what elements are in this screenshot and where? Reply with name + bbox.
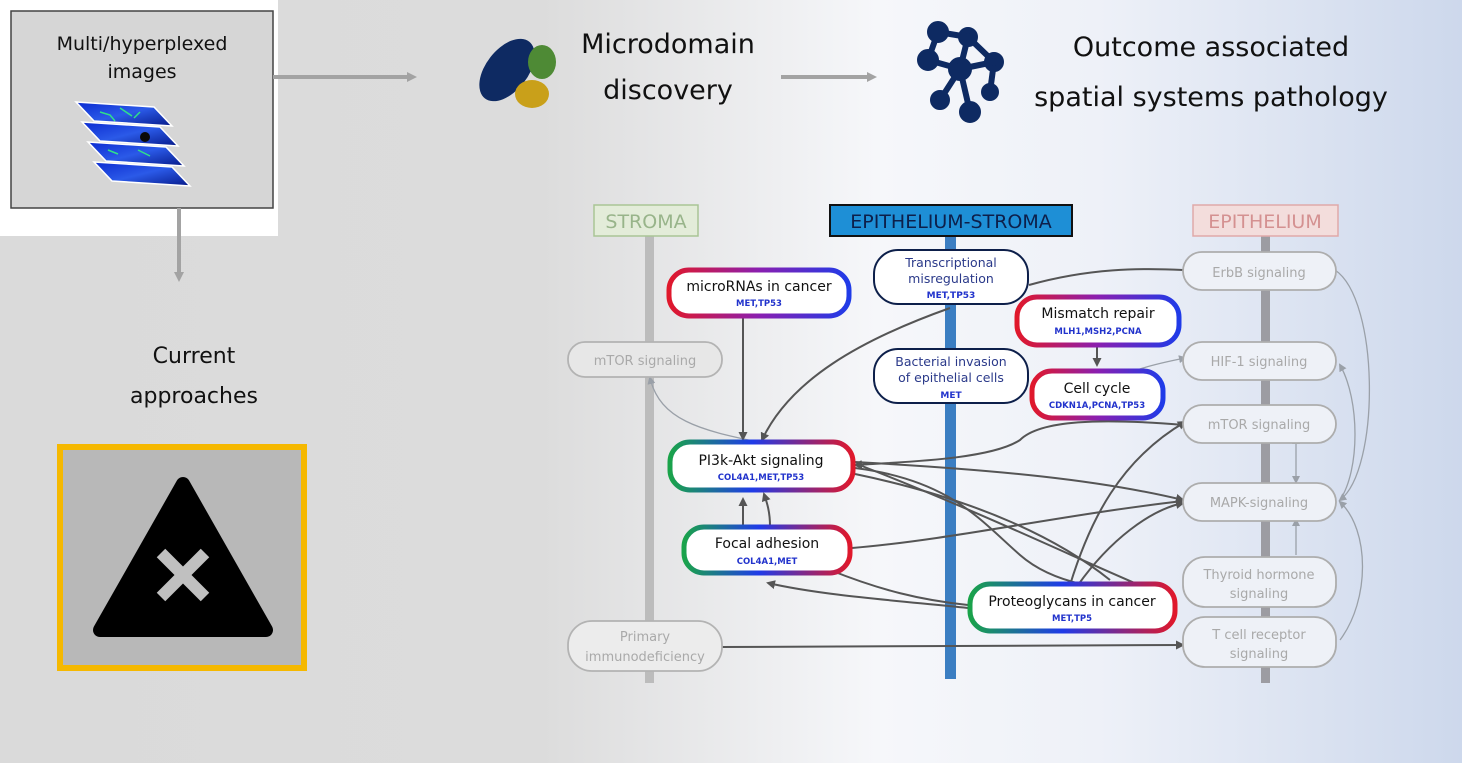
primary-label-line1: Primary xyxy=(620,630,671,645)
epistroma-nodes: Transcriptional misregulation MET,TP53 B… xyxy=(873,249,1029,404)
pi3k-genes: COL4A1,MET,TP53 xyxy=(718,473,805,483)
outcome-label-line1: Outcome associated xyxy=(1073,32,1349,63)
thyroid-label-line2: signaling xyxy=(1230,587,1289,602)
focal-genes: COL4A1,MET xyxy=(737,557,798,567)
mtor-epi-label: mTOR signaling xyxy=(1208,418,1311,433)
epithelium-header xyxy=(1192,204,1339,237)
cellcycle-label: Cell cycle xyxy=(1064,381,1131,397)
mismatch-genes: MLH1,MSH2,PCNA xyxy=(1054,327,1142,337)
microrna-genes: MET,TP53 xyxy=(736,299,782,309)
epistroma-header xyxy=(829,204,1073,237)
tcell-label-line2: signaling xyxy=(1230,647,1289,662)
mtor-stroma-label: mTOR signaling xyxy=(594,354,697,369)
x-warning-icon xyxy=(57,444,307,671)
microdomain-label-line1: Microdomain xyxy=(581,29,755,60)
thyroid-label-line1: Thyroid hormone xyxy=(1202,568,1314,583)
mapk-label: MAPK-signaling xyxy=(1210,496,1308,511)
stroma-header-label: STROMA xyxy=(605,211,686,233)
current-approaches-line1: Current xyxy=(153,344,236,369)
stroma-header xyxy=(593,204,699,237)
proteoglycans-genes: MET,TP5 xyxy=(1052,614,1092,624)
hif1-label: HIF-1 signaling xyxy=(1211,355,1308,370)
image-stack-icon xyxy=(74,101,192,187)
highlighted-nodes: microRNAs in cancer MET,TP53 Mismatch re… xyxy=(666,267,1182,634)
network-icon xyxy=(917,21,1004,123)
epistroma-header-label: EPITHELIUM-STROMA xyxy=(850,211,1052,233)
epithelium-header-label: EPITHELIUM xyxy=(1208,211,1321,233)
epithelium-axis xyxy=(1261,236,1270,683)
bacterial-label-line2: of epithelial cells xyxy=(898,370,1004,385)
input-box-label-line2: images xyxy=(107,61,176,83)
current-approaches-line2: approaches xyxy=(130,384,258,409)
tcell-label-line1: T cell receptor xyxy=(1211,628,1306,643)
transcriptional-label-line1: Transcriptional xyxy=(904,255,997,270)
stroma-axis xyxy=(645,236,654,683)
transcriptional-label-line2: misregulation xyxy=(908,271,994,286)
microrna-label: microRNAs in cancer xyxy=(686,279,831,295)
mismatch-label: Mismatch repair xyxy=(1041,306,1154,322)
bacterial-label-line1: Bacterial invasion xyxy=(895,354,1006,369)
primary-label-line2: immunodeficiency xyxy=(585,650,705,665)
cellcycle-genes: CDKN1A,PCNA,TP53 xyxy=(1049,401,1145,411)
pi3k-label: PI3k-Akt signaling xyxy=(698,453,823,469)
microdomain-blobs-icon xyxy=(479,38,556,108)
outcome-label-line2: spatial systems pathology xyxy=(1034,82,1388,113)
focal-label: Focal adhesion xyxy=(715,536,819,552)
transcriptional-genes: MET,TP53 xyxy=(927,291,976,301)
proteoglycans-label: Proteoglycans in cancer xyxy=(988,594,1156,610)
faded-nodes: ErbB signaling mTOR signaling HIF-1 sign… xyxy=(567,251,1337,672)
input-box-label-line1: Multi/hyperplexed xyxy=(57,33,228,55)
bacterial-genes: MET xyxy=(940,391,962,401)
erbb-label: ErbB signaling xyxy=(1212,266,1305,281)
microdomain-label-line2: discovery xyxy=(603,75,733,106)
